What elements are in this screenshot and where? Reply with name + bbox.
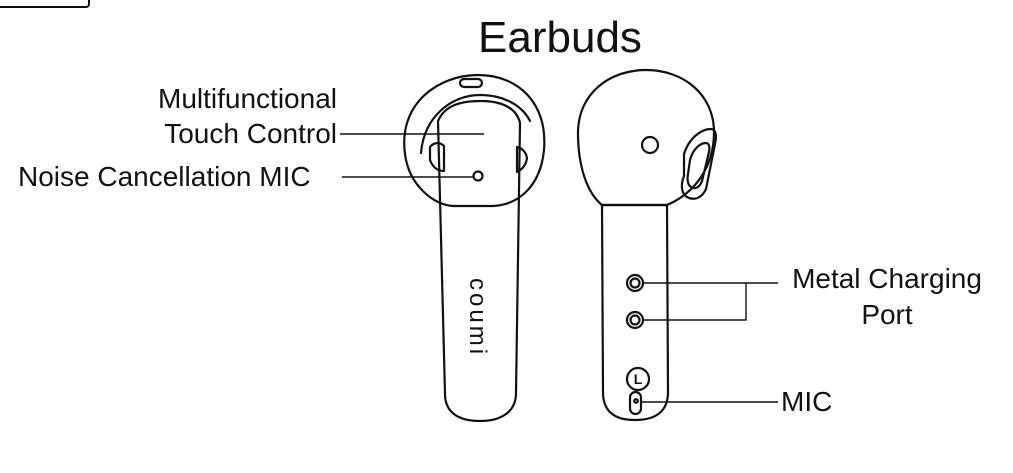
- right-earbud-sensor-icon: [640, 135, 660, 155]
- mic-dot-icon: [633, 398, 639, 404]
- touch-control-label-line-1: Multifunctional: [158, 83, 337, 114]
- left-side-marker-text: L: [633, 371, 643, 387]
- touch-control-label-line-2: Touch Control: [164, 118, 337, 149]
- left-earbud-left-notch: [428, 142, 446, 173]
- mic-slot-icon: [628, 390, 643, 416]
- left-earbud-right-notch: [515, 145, 529, 174]
- top-edge-tab: [0, 0, 90, 8]
- left-earbud-top-slot: [458, 77, 484, 89]
- metal-charging-port-upper-leader: [643, 282, 747, 321]
- mic-label: MIC: [781, 386, 833, 417]
- right-earbud: [576, 68, 718, 422]
- left-earbud: [403, 73, 546, 423]
- noise-cancellation-mic-label: Noise Cancellation MIC: [18, 161, 311, 192]
- left-earbud-stem-outline: [436, 99, 522, 423]
- metal-charging-label-line-2: Port: [861, 299, 913, 330]
- right-earbud-nozzle-inner: [686, 141, 711, 190]
- diagram-title: Earbuds: [478, 13, 642, 62]
- right-earbud-nozzle: [680, 127, 718, 200]
- metal-charging-port-lower-inner-icon: [629, 314, 641, 326]
- left-earbud-inner-curve: [419, 93, 532, 155]
- brand-logo-text: coumi: [464, 278, 491, 358]
- metal-charging-label-line-1: Metal Charging: [792, 263, 982, 294]
- left-side-marker-icon: [625, 366, 651, 392]
- metal-charging-port-upper-inner-icon: [629, 277, 641, 289]
- right-earbud-stem-outline: [600, 203, 670, 422]
- noise-cancellation-mic-icon: [472, 170, 484, 182]
